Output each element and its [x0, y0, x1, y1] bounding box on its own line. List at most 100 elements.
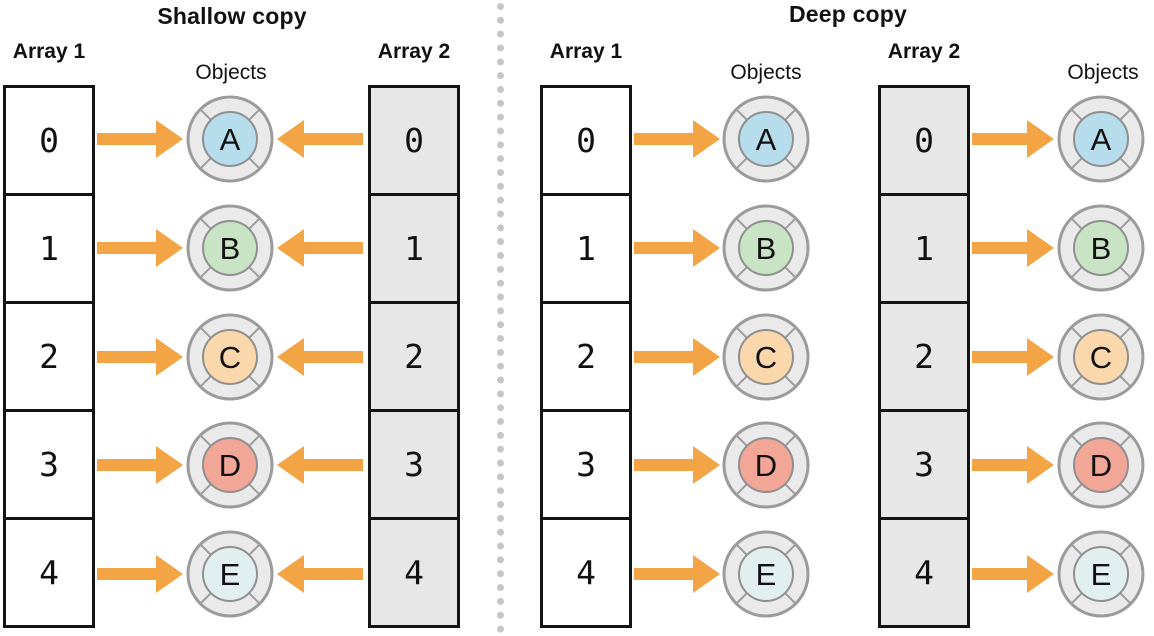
label-array1-shallow: Array 1 [12, 40, 86, 63]
deep-copy-title: Deep copy [788, 1, 908, 27]
arrow-shaft [97, 459, 157, 471]
arrow-array1-to-object-deep [634, 120, 720, 158]
svg-text:B: B [756, 231, 777, 266]
arrow-shaft [972, 459, 1028, 471]
arrow-shaft [97, 351, 157, 363]
arrow-head [277, 446, 304, 484]
array-cell: 2 [6, 301, 92, 409]
object-ring-B-deep-2: B [1056, 203, 1146, 293]
arrow-shaft [303, 351, 363, 363]
array-cell: 0 [404, 121, 424, 160]
svg-text:D: D [219, 448, 241, 483]
arrow-shaft [303, 133, 363, 145]
arrow-head [156, 338, 183, 376]
arrow-head [277, 555, 304, 593]
arrow-head [1027, 555, 1054, 593]
arrow-array1-to-object-deep [634, 555, 720, 593]
arrow-array1-to-object-shallow [97, 120, 183, 158]
arrow-head [277, 338, 304, 376]
arrow-array2-to-object-deep [972, 555, 1054, 593]
object-ring-E-shallow: E [185, 529, 275, 619]
arrow-array2-to-object-shallow [277, 338, 363, 376]
arrow-array1-to-object-shallow [97, 555, 183, 593]
array-cell: 1 [881, 193, 967, 301]
svg-text:B: B [220, 231, 241, 266]
svg-text:A: A [1091, 122, 1112, 157]
object-ring-A-shallow: A [185, 94, 275, 184]
label-array2-deep: Array 2 [887, 40, 961, 63]
arrow-head [1027, 229, 1054, 267]
arrow-head [156, 229, 183, 267]
label-array1-deep: Array 1 [549, 40, 623, 63]
array-cell: 3 [6, 409, 92, 517]
arrow-array2-to-object-deep [972, 446, 1054, 484]
array-cell: 4 [6, 517, 92, 625]
array-cell: 0 [914, 121, 934, 160]
arrow-head [277, 229, 304, 267]
svg-text:E: E [1091, 557, 1112, 592]
arrow-shaft [97, 242, 157, 254]
svg-text:D: D [1090, 448, 1112, 483]
arrow-array2-to-object-shallow [277, 446, 363, 484]
arrow-head [1027, 120, 1054, 158]
arrow-shaft [97, 568, 157, 580]
arrow-array1-to-object-shallow [97, 229, 183, 267]
svg-text:E: E [220, 557, 241, 592]
label-objects-deep-1: Objects [730, 61, 802, 84]
label-array2-shallow: Array 2 [377, 40, 451, 63]
svg-text:A: A [220, 122, 241, 157]
arrow-head [1027, 446, 1054, 484]
object-ring-A-deep-1: A [721, 94, 811, 184]
arrow-head [693, 555, 720, 593]
object-ring-C-deep-1: C [721, 312, 811, 402]
arrow-shaft [303, 242, 363, 254]
object-ring-D-deep-1: D [721, 420, 811, 510]
arrow-array2-to-object-deep [972, 338, 1054, 376]
svg-text:A: A [756, 122, 777, 157]
array-cell: 2 [371, 301, 457, 409]
array-cell: 3 [371, 409, 457, 517]
array-cell: 1 [543, 193, 629, 301]
array-cell: 0 [576, 121, 596, 160]
label-objects-shallow: Objects [195, 61, 267, 84]
arrow-array1-to-object-shallow [97, 446, 183, 484]
arrow-head [156, 120, 183, 158]
arrow-shaft [972, 242, 1028, 254]
arrow-shaft [303, 568, 363, 580]
arrow-shaft [634, 568, 694, 580]
arrow-head [277, 120, 304, 158]
shallow-copy-title: Shallow copy [157, 3, 307, 29]
arrow-shaft [972, 351, 1028, 363]
label-objects-deep-2: Objects [1067, 61, 1139, 84]
arrow-shaft [634, 459, 694, 471]
arrow-shaft [634, 133, 694, 145]
object-ring-D-deep-2: D [1056, 420, 1146, 510]
array-cell: 2 [881, 301, 967, 409]
panel-divider-dotted-line [497, 3, 504, 633]
arrow-array2-to-object-deep [972, 229, 1054, 267]
arrow-head [156, 555, 183, 593]
object-ring-C-deep-2: C [1056, 312, 1146, 402]
arrow-array2-to-object-shallow [277, 555, 363, 593]
object-ring-B-deep-1: B [721, 203, 811, 293]
object-ring-E-deep-2: E [1056, 529, 1146, 619]
arrow-array2-to-object-deep [972, 120, 1054, 158]
arrow-array2-to-object-shallow [277, 229, 363, 267]
object-ring-D-shallow: D [185, 420, 275, 510]
arrow-head [693, 338, 720, 376]
arrow-array2-to-object-shallow [277, 120, 363, 158]
array-cell: 3 [881, 409, 967, 517]
array-cell: 0 [39, 121, 59, 160]
object-ring-B-shallow: B [185, 203, 275, 293]
arrow-array1-to-object-deep [634, 338, 720, 376]
array-cell: 4 [543, 517, 629, 625]
array-cell: 4 [881, 517, 967, 625]
object-ring-C-shallow: C [185, 312, 275, 402]
arrow-head [1027, 338, 1054, 376]
array-cell: 4 [371, 517, 457, 625]
arrow-array1-to-object-deep [634, 446, 720, 484]
svg-text:C: C [219, 340, 241, 375]
arrow-shaft [972, 133, 1028, 145]
